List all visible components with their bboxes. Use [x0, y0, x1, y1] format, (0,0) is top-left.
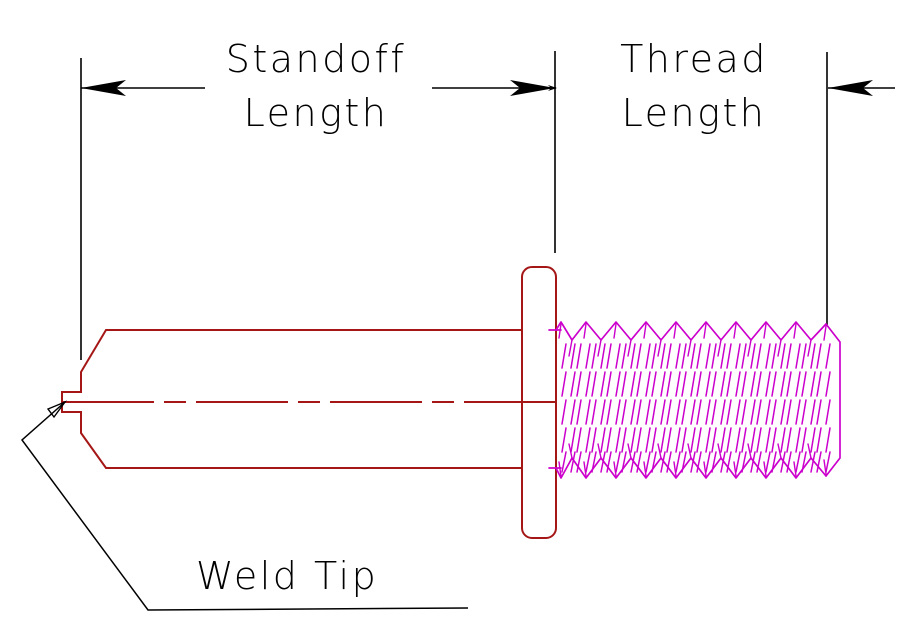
arrowhead-thread-left	[828, 80, 873, 96]
flange-layer	[521, 266, 557, 539]
standoff-length-label-line1: Standoff	[226, 37, 407, 81]
shank-lower-profile	[61, 411, 523, 469]
weld-tip-leader-line	[20, 401, 469, 611]
standoff-length-label-line2: Length	[244, 91, 389, 135]
thread-bottom-profile	[555, 457, 827, 479]
dimension-arrowheads	[81, 80, 873, 96]
thread-length-label-line2: Length	[622, 91, 767, 135]
thread-flank-lines	[558, 323, 827, 477]
weld-tip-callout-layer	[20, 400, 469, 611]
stud-body-layer	[61, 329, 523, 469]
thread-end-chamfer	[825, 323, 841, 477]
thread-helix-row-4	[561, 427, 831, 453]
thread-helix-row-1	[561, 343, 831, 369]
shank-upper-profile	[61, 329, 523, 393]
arrowhead-thread-right	[548, 85, 557, 91]
dimension-layer	[80, 51, 895, 360]
stud-flange	[521, 266, 557, 539]
thread-top-profile	[555, 321, 827, 341]
weld-tip-label: Weld Tip	[196, 554, 378, 598]
thread-helix-row-2	[561, 371, 831, 397]
thread-helix-hatching	[558, 323, 831, 477]
weld-tip-arrowhead	[46, 400, 68, 419]
arrowhead-standoff-right	[510, 80, 555, 96]
thread-length-label-line1: Thread	[620, 37, 768, 81]
thread-helix-row-3	[561, 399, 831, 425]
arrowhead-standoff-left	[81, 80, 126, 96]
thread-helix-row-5	[561, 451, 831, 473]
thread-layer	[548, 321, 841, 479]
